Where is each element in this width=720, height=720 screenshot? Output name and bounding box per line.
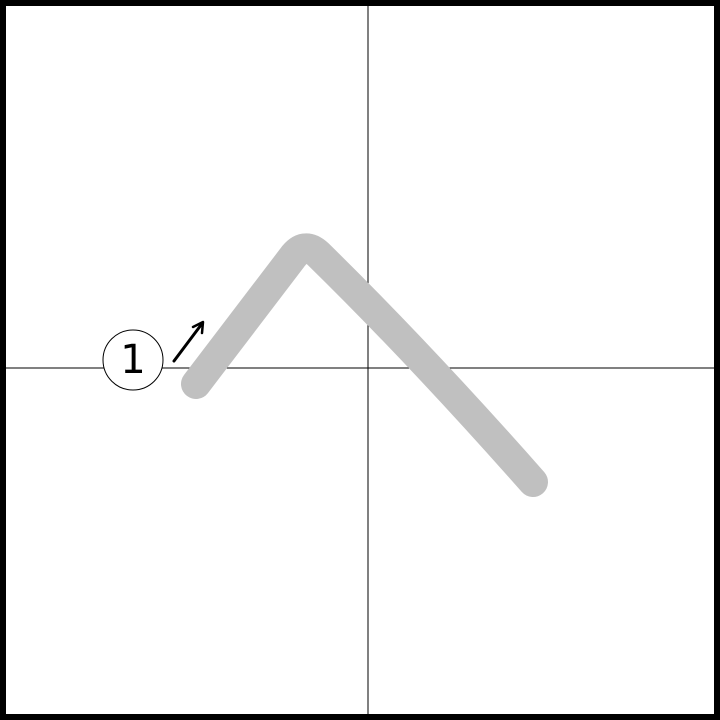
character-stroke <box>181 233 548 497</box>
stroke-number-label: 1 <box>102 329 164 391</box>
stroke-number-text: 1 <box>120 337 145 383</box>
stroke-number-circle <box>102 329 164 391</box>
arrow-up-right-icon <box>172 320 205 363</box>
